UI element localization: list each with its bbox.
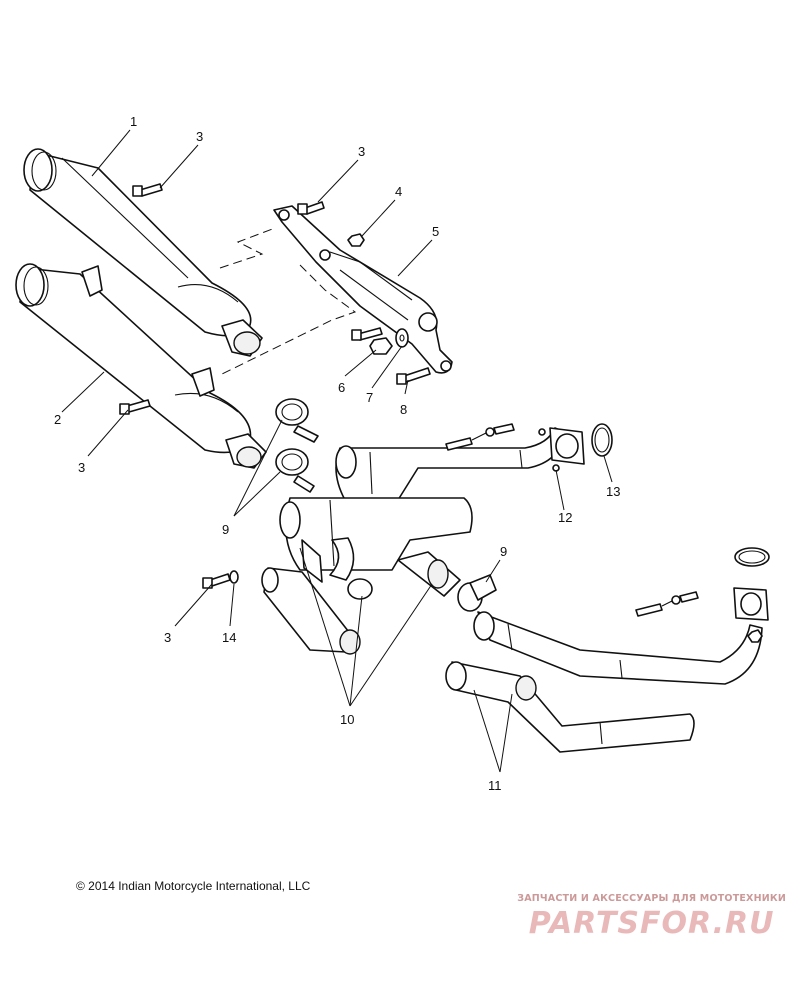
bolt-8 (351, 327, 383, 341)
nut-4 (347, 233, 365, 247)
callout-13: 13 (606, 484, 620, 499)
clamp-lower (275, 448, 315, 493)
callout-3-head-pipe: 3 (164, 630, 171, 645)
callout-3-upper-muffler: 3 (196, 129, 203, 144)
callout-14: 14 (222, 630, 236, 645)
callout-9-left: 9 (222, 522, 229, 537)
leader-lines (61, 129, 613, 773)
o2-sensor-rear (445, 423, 515, 451)
bolt-lower-muffler (119, 399, 151, 415)
o2-sensor-front (635, 591, 699, 617)
bolt-head-pipe (202, 573, 231, 589)
clamp-upper (275, 398, 319, 443)
nut-6 (369, 337, 393, 355)
callout-10: 10 (340, 712, 354, 727)
callout-3-lower-muffler: 3 (78, 460, 85, 475)
callout-9-right: 9 (500, 544, 507, 559)
head-pipe-front (445, 611, 763, 753)
callout-5: 5 (432, 224, 439, 239)
gasket-13 (591, 423, 613, 457)
mounting-bracket (273, 205, 453, 374)
callout-2: 2 (54, 412, 61, 427)
head-pipe-rear (261, 427, 566, 655)
callout-12: 12 (558, 510, 572, 525)
watermark-logo: PARTSFOR.RU (528, 906, 775, 941)
callout-3-bracket: 3 (358, 144, 365, 159)
callout-7: 7 (366, 390, 373, 405)
watermark: ЗАПЧАСТИ И АКСЕССУАРЫ ДЛЯ МОТОТЕХНИКИ PA… (517, 893, 786, 941)
bolt-upper-muffler (132, 183, 163, 197)
washer-14 (229, 570, 239, 584)
bolt-lower-bracket (396, 367, 431, 385)
flange-rear (538, 427, 585, 472)
muffler-lower (15, 263, 267, 469)
gasket-front (734, 547, 770, 567)
flange-front (733, 587, 769, 643)
callout-labels: 1 3 3 4 5 6 7 8 2 3 9 9 3 14 10 11 12 13 (54, 114, 620, 793)
washer-7 (395, 328, 409, 348)
watermark-tagline: ЗАПЧАСТИ И АКСЕССУАРЫ ДЛЯ МОТОТЕХНИКИ (517, 893, 786, 904)
callout-1: 1 (130, 114, 137, 129)
callout-6: 6 (338, 380, 345, 395)
copyright-notice: © 2014 Indian Motorcycle International, … (76, 879, 311, 893)
clamp-right (457, 574, 497, 612)
mounting-guide-lines (217, 227, 357, 377)
muffler-upper (23, 148, 263, 357)
callout-8: 8 (400, 402, 407, 417)
bolt-bracket-top (297, 201, 325, 215)
callout-4: 4 (395, 184, 402, 199)
callout-11: 11 (488, 778, 502, 793)
